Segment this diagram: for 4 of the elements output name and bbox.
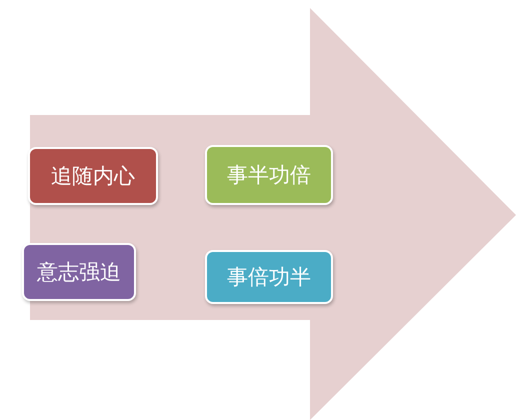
rounded-label-box: 事倍功半: [205, 250, 333, 304]
rounded-label-box: 追随内心: [28, 147, 158, 205]
rounded-label-box: 事半功倍: [205, 145, 333, 205]
rounded-label-box: 意志强迫: [22, 243, 136, 301]
